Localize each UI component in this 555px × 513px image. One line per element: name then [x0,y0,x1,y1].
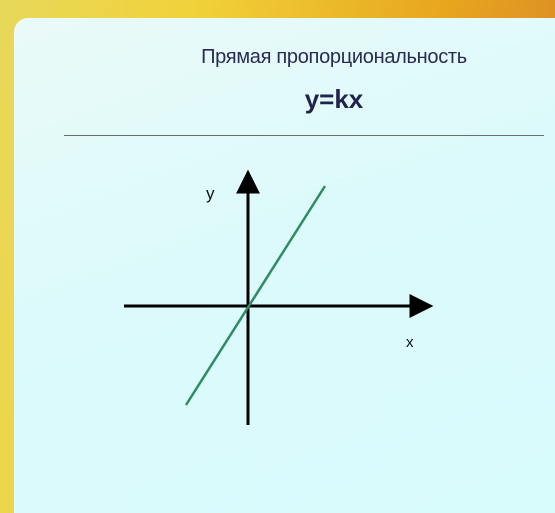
title-divider [64,135,544,136]
proportionality-line [184,185,327,406]
slide-formula: y=kx [304,84,364,114]
y-axis-label: y [206,184,215,203]
slide-title: Прямая пропорциональность [201,46,467,68]
slide-canvas: Прямая пропорциональность y=kx [14,18,555,513]
x-axis-label: x [406,334,414,351]
